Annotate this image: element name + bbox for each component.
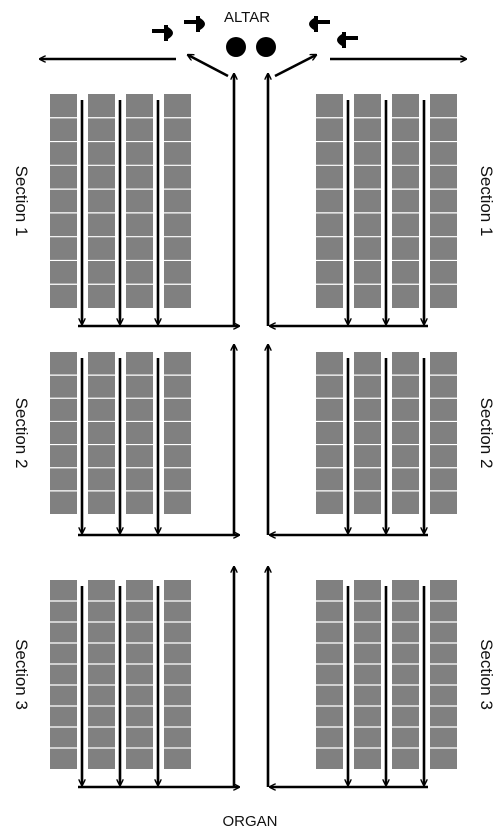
pew-column <box>88 352 115 514</box>
organ-label: ORGAN <box>222 813 277 830</box>
flow-arrow-diagonal <box>188 55 229 78</box>
pew-column <box>354 352 381 514</box>
section-label-left: Section 3 <box>12 639 31 710</box>
pew-column <box>392 94 419 308</box>
kneeler-icon <box>152 16 205 41</box>
pew-column <box>430 352 457 514</box>
candle-icon <box>226 37 246 57</box>
pew-column <box>392 352 419 514</box>
pew-column <box>88 94 115 308</box>
pew-column <box>126 94 153 308</box>
pew-column <box>430 94 457 308</box>
pew-column <box>88 580 115 769</box>
pew-column <box>50 94 77 308</box>
pew-column <box>316 94 343 308</box>
candle-icon <box>256 37 276 57</box>
section-label-left: Section 2 <box>12 398 31 469</box>
pew-column <box>126 580 153 769</box>
pew-column <box>316 580 343 769</box>
altar-label: ALTAR <box>224 9 270 26</box>
pew-column <box>354 94 381 308</box>
pew-column <box>354 580 381 769</box>
pew-column <box>164 94 191 308</box>
section-label-right: Section 3 <box>477 639 496 710</box>
section-label-right: Section 1 <box>477 166 496 237</box>
section-label-right: Section 2 <box>477 398 496 469</box>
pew-column <box>164 580 191 769</box>
pew-column <box>392 580 419 769</box>
pew-column <box>50 352 77 514</box>
pew-column <box>430 580 457 769</box>
kneeler-icon <box>309 16 358 48</box>
pew-column <box>126 352 153 514</box>
section-label-left: Section 1 <box>12 166 31 237</box>
flow-arrow-diagonal <box>274 55 316 78</box>
pew-column <box>50 580 77 769</box>
pew-column <box>164 352 191 514</box>
pew-column <box>316 352 343 514</box>
